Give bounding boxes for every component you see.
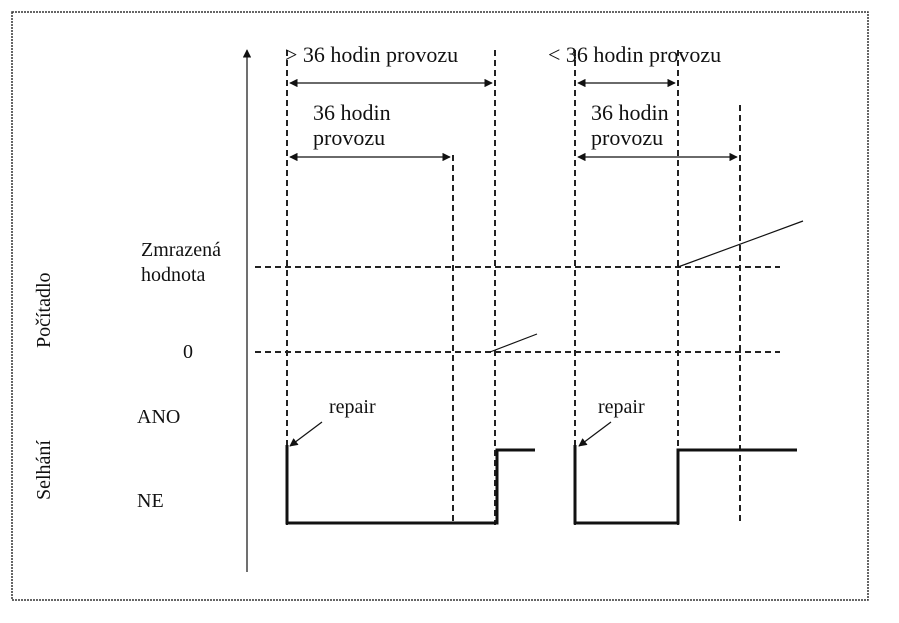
label-repair-right: repair <box>598 396 645 418</box>
label-zero: 0 <box>183 341 193 363</box>
label-frozen-2: hodnota <box>141 264 206 286</box>
label-no: NE <box>137 490 164 512</box>
failure-waveform-left <box>285 445 535 525</box>
label-under-36h: < 36 hodin provozu <box>548 42 721 67</box>
diagram-frame <box>11 11 869 601</box>
label-counter-axis: Počítadlo <box>33 272 55 348</box>
repair-arrow-right <box>578 421 612 447</box>
repair-arrow-left <box>289 421 323 447</box>
label-36h-right-1: 36 hodin <box>591 100 669 125</box>
label-36h-right-2: provozu <box>591 125 663 150</box>
failure-waveform-right <box>573 445 797 525</box>
label-36h-left-1: 36 hodin <box>313 100 391 125</box>
label-frozen-1: Zmrazená <box>141 239 221 261</box>
counter-rise-right <box>677 220 804 268</box>
label-yes: ANO <box>137 406 180 428</box>
label-over-36h: > 36 hodin provozu <box>285 42 458 67</box>
label-repair-left: repair <box>329 396 376 418</box>
label-36h-left-2: provozu <box>313 125 385 150</box>
counter-rise-left <box>489 333 538 353</box>
label-failure-axis: Selhání <box>33 440 55 500</box>
